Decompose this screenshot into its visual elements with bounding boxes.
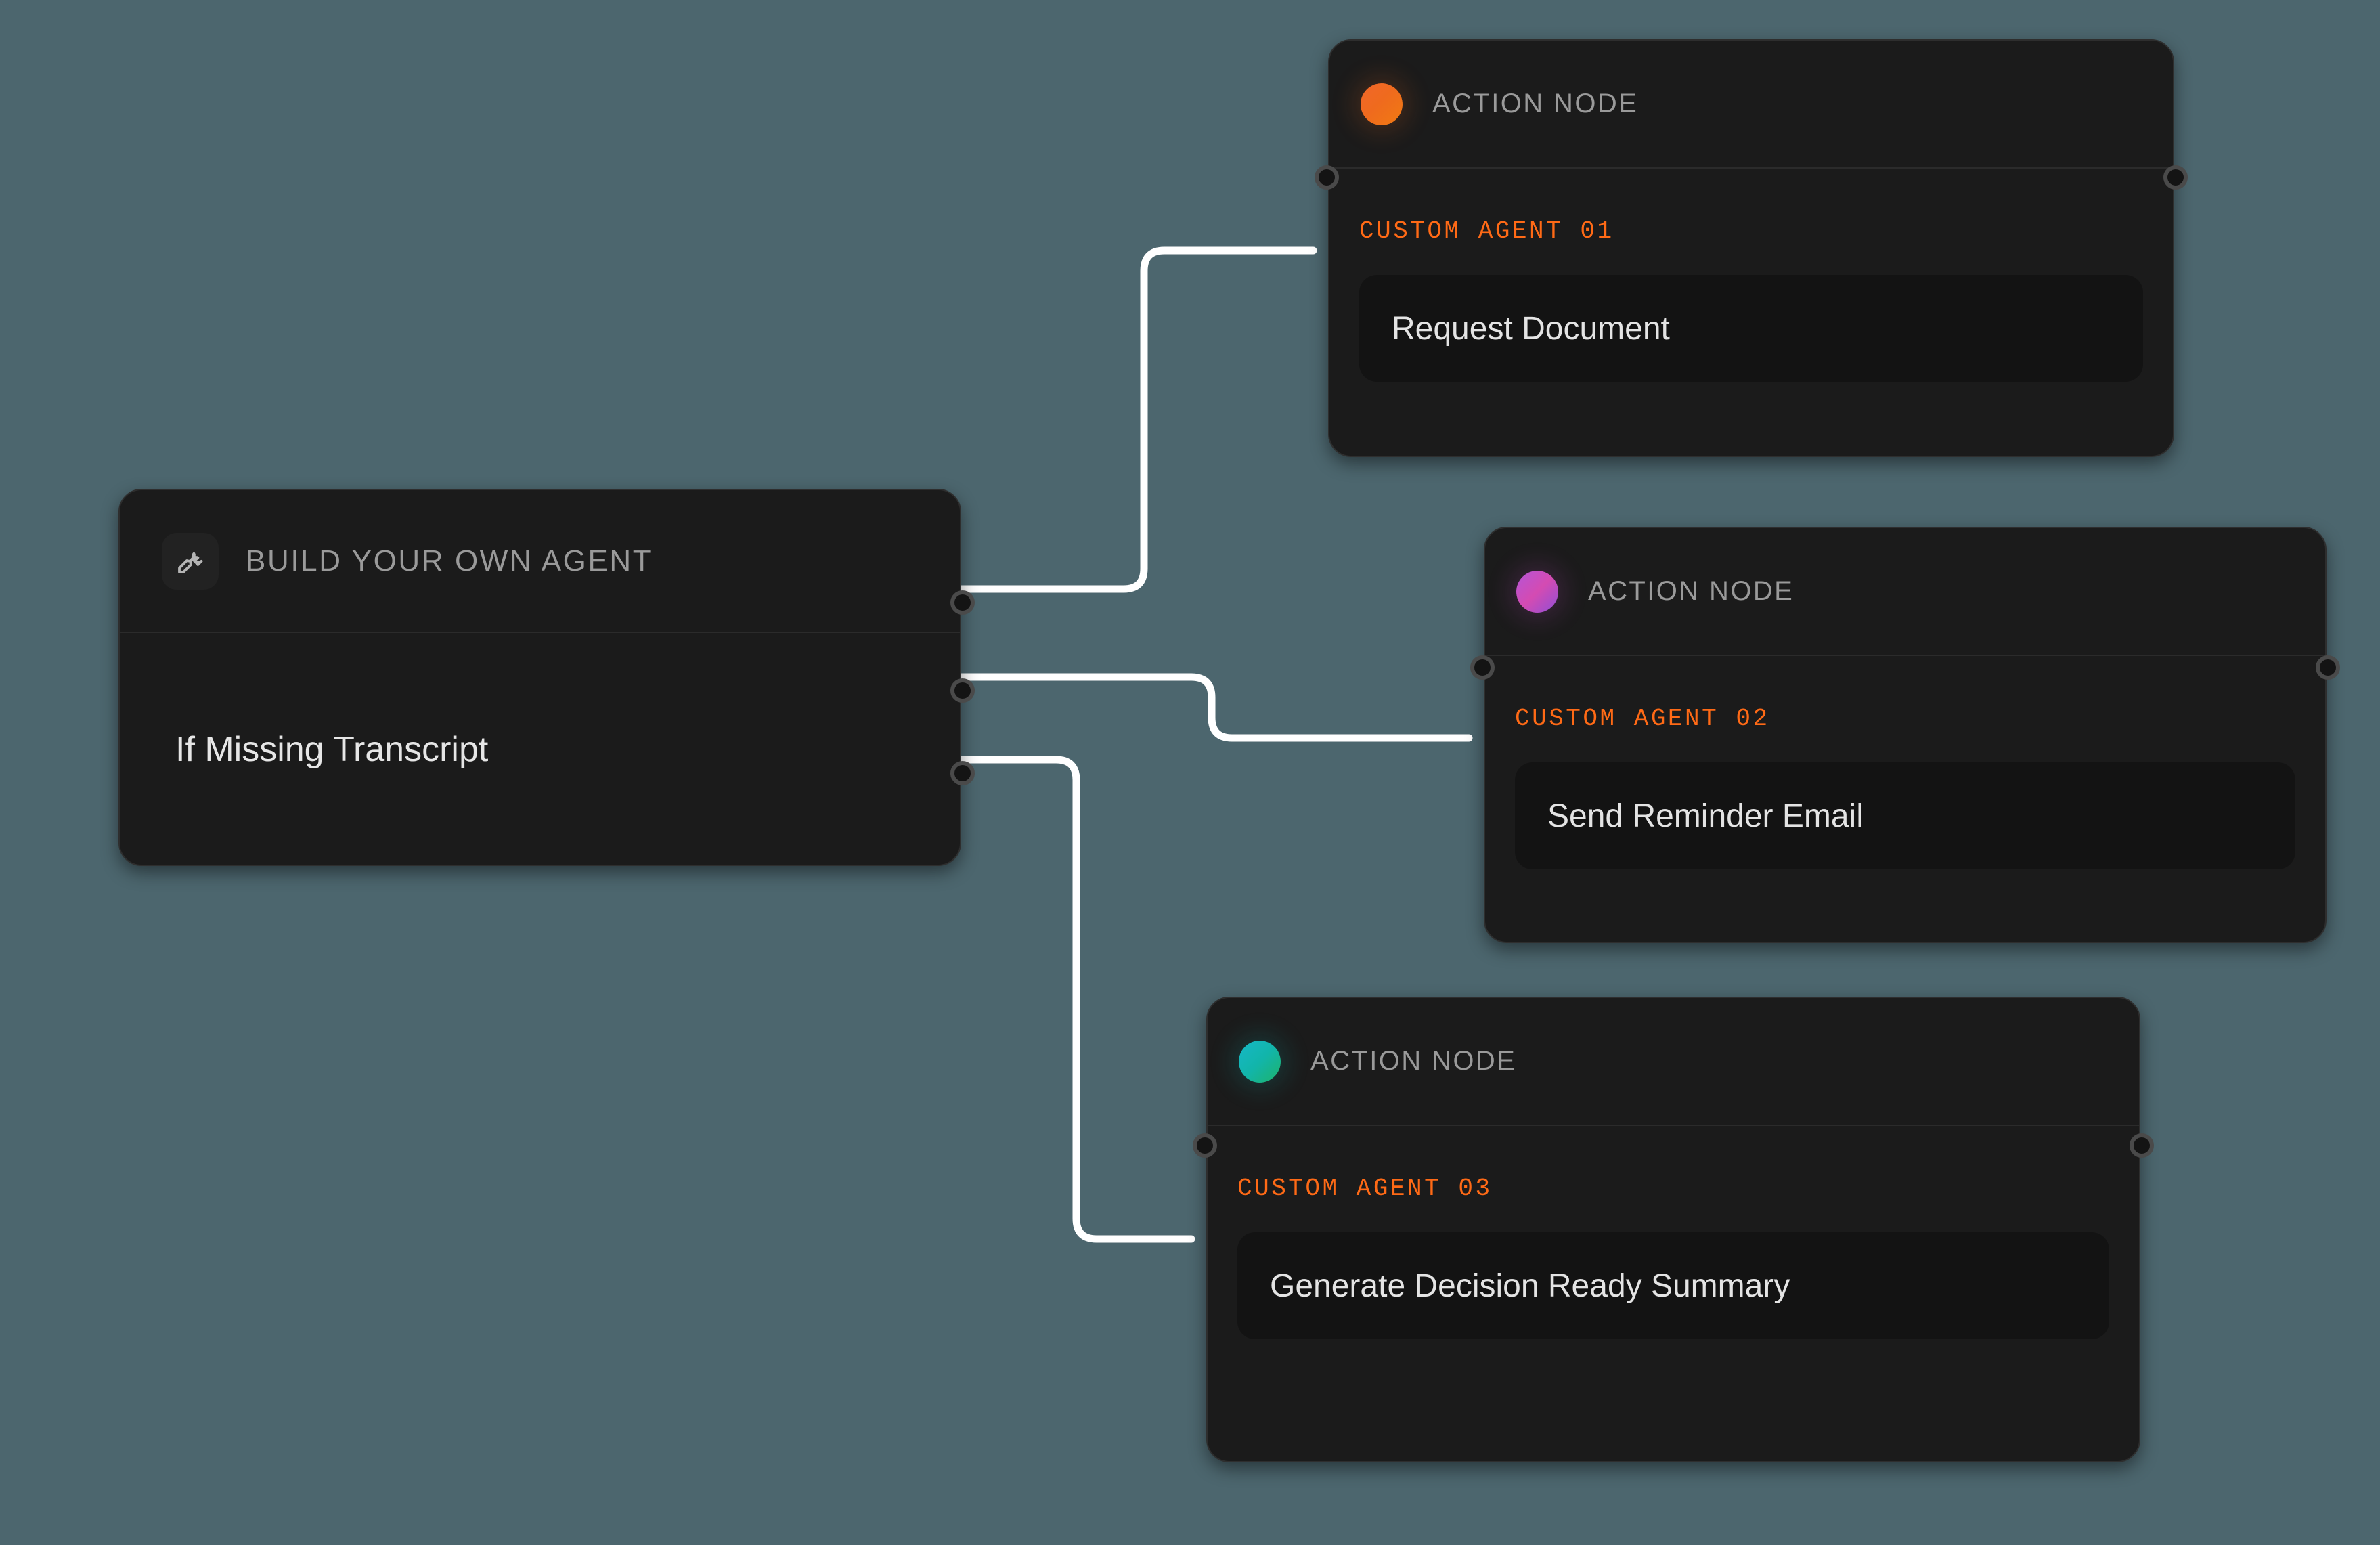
action-node-2-value-box[interactable]: Send Reminder Email xyxy=(1515,762,2295,869)
action-node-3[interactable]: ACTION NODE CUSTOM AGENT 03 Generate Dec… xyxy=(1193,997,2154,1462)
action-node-1-header: ACTION NODE xyxy=(1329,41,2173,169)
status-dot-teal-icon xyxy=(1239,1040,1281,1083)
action-node-3-output-port[interactable] xyxy=(2130,1133,2154,1158)
action-node-2-header: ACTION NODE xyxy=(1485,528,2325,656)
action-node-2-output-port[interactable] xyxy=(2316,655,2340,680)
action-node-1-value: Request Document xyxy=(1392,310,1670,347)
edge-trigger-to-action-1 xyxy=(957,246,1317,593)
action-node-2-title: ACTION NODE xyxy=(1588,576,1794,606)
action-node-1-agent-tag: CUSTOM AGENT 01 xyxy=(1359,217,1614,245)
action-node-1-output-port[interactable] xyxy=(2163,165,2188,190)
trigger-node-build-your-own-agent[interactable]: BUILD YOUR OWN AGENT If Missing Transcri… xyxy=(118,489,975,866)
action-node-2-value: Send Reminder Email xyxy=(1547,798,1864,834)
action-node-2-input-port[interactable] xyxy=(1470,655,1495,680)
action-node-2[interactable]: ACTION NODE CUSTOM AGENT 02 Send Reminde… xyxy=(1470,527,2340,943)
status-dot-magenta-icon xyxy=(1516,570,1558,613)
action-node-3-header: ACTION NODE xyxy=(1208,998,2139,1126)
trigger-output-port-2[interactable] xyxy=(950,678,975,703)
action-node-3-input-port[interactable] xyxy=(1193,1133,1217,1158)
action-node-1[interactable]: ACTION NODE CUSTOM AGENT 01 Request Docu… xyxy=(1315,39,2188,457)
action-node-2-body: CUSTOM AGENT 02 Send Reminder Email xyxy=(1485,656,2325,869)
trigger-output-port-1[interactable] xyxy=(950,590,975,615)
trigger-node-header: BUILD YOUR OWN AGENT xyxy=(120,490,960,633)
action-node-1-value-box[interactable]: Request Document xyxy=(1359,275,2143,382)
action-node-1-input-port[interactable] xyxy=(1315,165,1339,190)
action-node-3-title: ACTION NODE xyxy=(1310,1046,1517,1076)
trigger-node-title: BUILD YOUR OWN AGENT xyxy=(246,544,653,578)
action-node-3-value-box[interactable]: Generate Decision Ready Summary xyxy=(1237,1232,2109,1339)
trigger-node-condition-label: If Missing Transcript xyxy=(175,730,489,769)
status-dot-orange-icon xyxy=(1361,83,1403,125)
action-node-1-title: ACTION NODE xyxy=(1432,89,1639,118)
edge-trigger-to-action-2 xyxy=(957,673,1473,742)
trigger-node-body: If Missing Transcript xyxy=(120,633,960,866)
action-node-3-agent-tag: CUSTOM AGENT 03 xyxy=(1237,1175,1493,1202)
action-node-1-body: CUSTOM AGENT 01 Request Document xyxy=(1329,169,2173,382)
wrench-icon xyxy=(162,532,219,590)
action-node-3-value: Generate Decision Ready Summary xyxy=(1270,1267,1790,1304)
edge-trigger-to-action-3 xyxy=(957,756,1195,1243)
action-node-2-agent-tag: CUSTOM AGENT 02 xyxy=(1515,705,1770,733)
action-node-3-body: CUSTOM AGENT 03 Generate Decision Ready … xyxy=(1208,1126,2139,1339)
trigger-output-port-3[interactable] xyxy=(950,761,975,785)
